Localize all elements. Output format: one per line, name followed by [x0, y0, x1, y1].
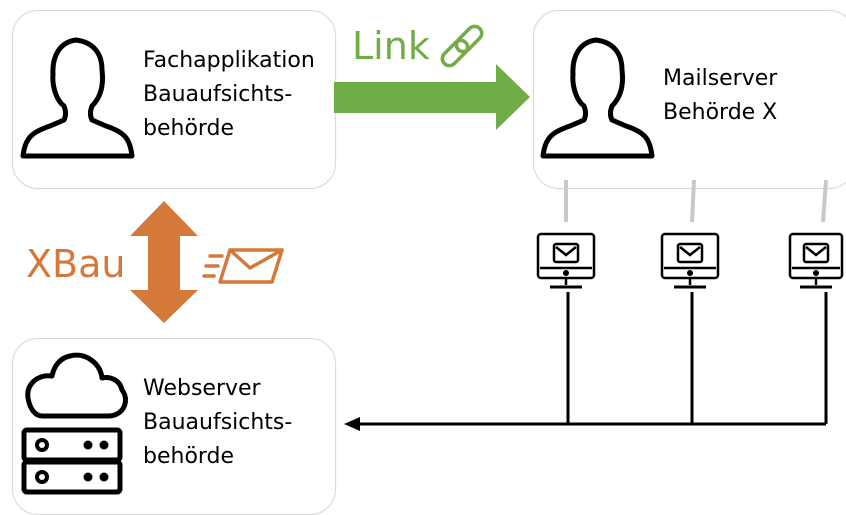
webserver-label-line-2: Bauaufsichts-: [143, 410, 293, 435]
client-webserver-connectors: [358, 292, 828, 426]
mailserver-box: [533, 10, 846, 189]
fachapplikation-label-line-1: Fachapplikation: [143, 48, 315, 73]
webserver-label-line-3: behörde: [143, 444, 235, 469]
mail-monitor-icon: [660, 232, 720, 289]
person-icon: [20, 37, 135, 159]
mail-monitor-icon: [536, 232, 596, 289]
fachapplikation-box: [12, 10, 336, 189]
cloud-icon: [25, 352, 128, 419]
link-arrow: [334, 64, 530, 130]
xbau-label: XBau: [26, 242, 126, 286]
fachapplikation-label-line-2: Bauaufsichts-: [143, 82, 293, 107]
mailserver-label: Mailserver Behörde X: [663, 62, 777, 130]
webserver-arrowhead: [344, 417, 360, 431]
mailserver-client-connectors: [564, 179, 828, 223]
webserver-label: Webserver Bauaufsichts- behörde: [143, 372, 292, 474]
link-label: Link: [352, 24, 430, 68]
sent-mail-icon: [202, 248, 284, 284]
fachapplikation-label: Fachapplikation Bauaufsichts- behörde: [143, 44, 315, 146]
person-icon: [540, 37, 655, 159]
webserver-label-line-1: Webserver: [143, 376, 261, 401]
xbau-double-arrow: [130, 201, 198, 323]
mailserver-label-line-2: Behörde X: [663, 100, 778, 125]
mail-monitor-icon: [788, 232, 844, 289]
chain-link-icon: [440, 24, 484, 68]
mailserver-label-line-1: Mailserver: [663, 66, 778, 91]
server-rack-icon: [21, 427, 123, 495]
fachapplikation-label-line-3: behörde: [143, 116, 235, 141]
webserver-box: [12, 338, 336, 515]
